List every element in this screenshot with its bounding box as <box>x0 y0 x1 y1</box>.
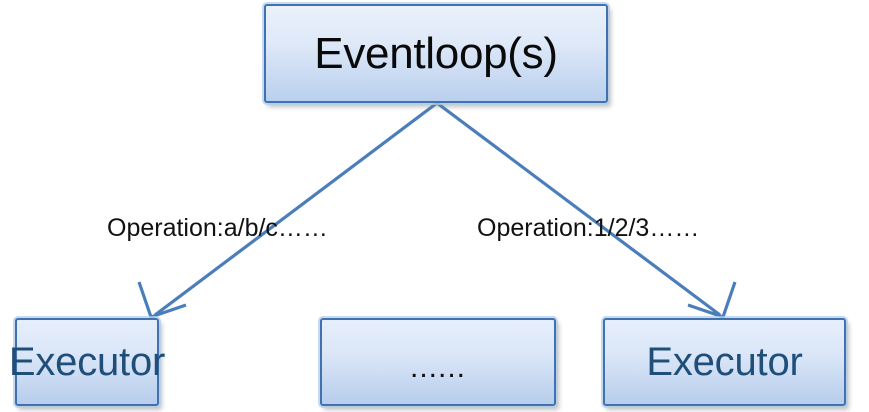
executor-node-right[interactable]: Executor <box>603 318 846 406</box>
ellipsis-node[interactable]: ...... <box>320 318 556 406</box>
arrowhead-right <box>687 281 737 320</box>
executor-node-right-label: Executor <box>646 340 803 384</box>
eventloop-node[interactable]: Eventloop(s) <box>264 4 608 103</box>
edge-label-left: Operation:a/b/c…… <box>107 214 328 242</box>
ellipsis-node-label: ...... <box>409 351 466 384</box>
executor-node-left[interactable]: Executor <box>9 318 165 406</box>
edge-label-right: Operation:1/2/3…… <box>477 214 700 242</box>
executor-node-left-label: Executor <box>8 340 166 384</box>
eventloop-node-label: Eventloop(s) <box>314 28 558 78</box>
edge-to-executor-right <box>436 101 737 320</box>
edge-to-executor-left <box>137 101 438 320</box>
arrowhead-left <box>137 281 187 320</box>
